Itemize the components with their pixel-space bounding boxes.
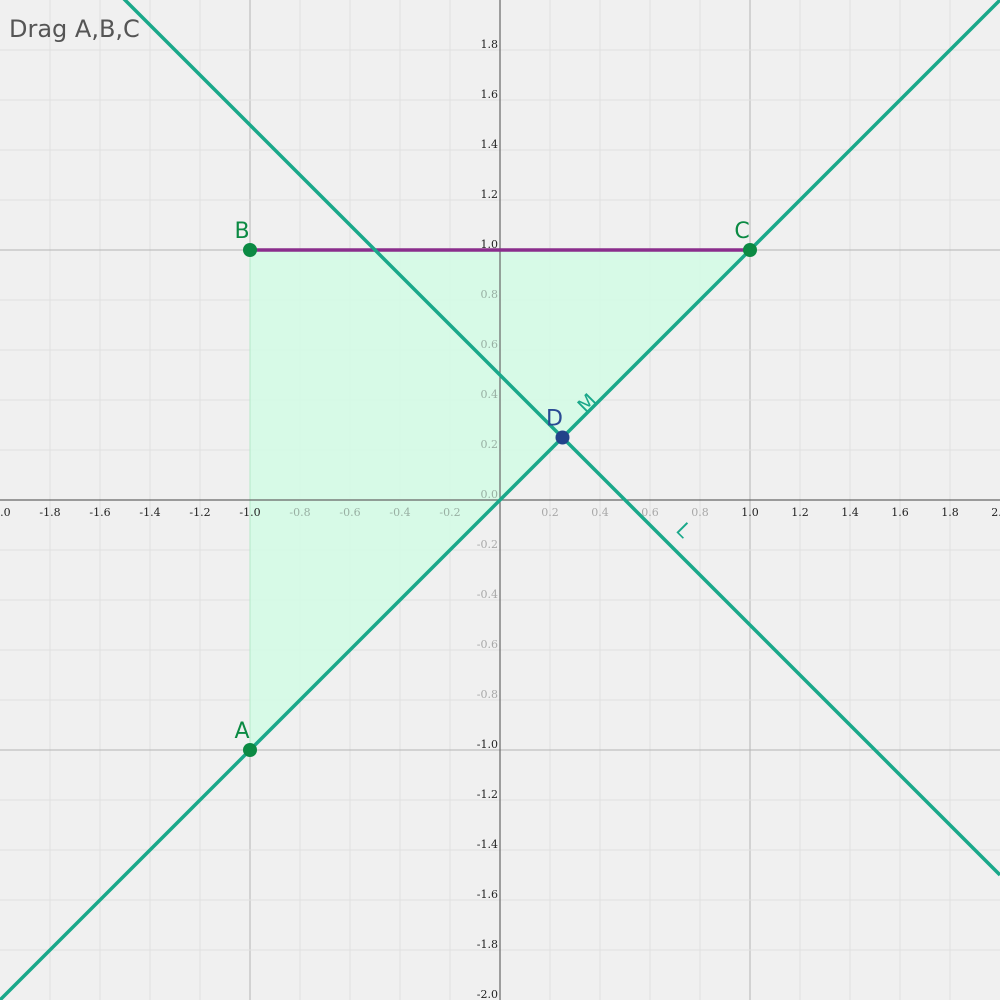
point-c[interactable]	[743, 243, 757, 257]
y-tick-label: 0.6	[481, 338, 499, 351]
x-tick-label: -1.4	[139, 506, 160, 519]
x-tick-label: 2.0	[991, 506, 1000, 519]
y-tick-label: 1.4	[481, 138, 499, 151]
x-tick-label: -0.2	[439, 506, 460, 519]
x-tick-label: -0.8	[289, 506, 310, 519]
x-tick-label: -0.6	[339, 506, 360, 519]
instruction-title: Drag A,B,C	[9, 15, 140, 43]
x-tick-label: 0.4	[591, 506, 609, 519]
x-tick-label: 1.6	[891, 506, 909, 519]
y-tick-label: 1.6	[481, 88, 499, 101]
point-d	[555, 430, 570, 445]
line-l[interactable]	[0, 0, 1000, 877]
y-tick-label: 0.2	[481, 438, 499, 451]
point-a[interactable]	[243, 743, 257, 757]
line-l-label: L	[672, 518, 697, 543]
x-tick-label: 1.8	[941, 506, 959, 519]
x-tick-label: 0.2	[541, 506, 559, 519]
x-tick-label: -1.6	[89, 506, 110, 519]
x-tick-label: -1.8	[39, 506, 60, 519]
y-tick-label: -1.0	[477, 738, 498, 751]
y-tick-label: -0.6	[477, 638, 498, 651]
point-b-label: B	[234, 219, 249, 244]
points-layer: A B C D	[234, 219, 757, 757]
x-tick-label: 1.2	[791, 506, 809, 519]
y-tick-label: 0.4	[481, 388, 499, 401]
y-tick-label: -2.0	[477, 988, 498, 1000]
x-tick-label: 0.8	[691, 506, 709, 519]
x-tick-label: -0.4	[389, 506, 410, 519]
x-tick-label: 1.4	[841, 506, 859, 519]
y-tick-label: 0.8	[481, 288, 499, 301]
y-tick-label: 1.2	[481, 188, 499, 201]
tick-labels: -2.0 -1.8 -1.6 -1.4 -1.2 -1.0 -0.8 -0.6 -0.4 -0.2…	[0, 38, 1000, 1000]
point-a-label: A	[234, 719, 249, 744]
y-tick-label: 1.8	[481, 38, 499, 51]
y-tick-label: -1.6	[477, 888, 498, 901]
x-tick-label: 0.6	[641, 506, 659, 519]
y-tick-label: -0.4	[477, 588, 498, 601]
point-c-label: C	[734, 219, 749, 244]
point-d-label: D	[546, 407, 563, 432]
y-tick-label: -1.4	[477, 838, 498, 851]
y-tick-label: -0.8	[477, 688, 498, 701]
x-tick-label: -1.2	[189, 506, 210, 519]
y-tick-label: 1.0	[481, 238, 499, 251]
y-tick-label: -0.2	[477, 538, 498, 551]
point-b[interactable]	[243, 243, 257, 257]
y-tick-label: 0.0	[481, 488, 499, 501]
x-tick-label: -2.0	[0, 506, 11, 519]
y-tick-label: -1.8	[477, 938, 498, 951]
y-tick-label: -1.2	[477, 788, 498, 801]
x-tick-label: -1.0	[239, 506, 260, 519]
x-tick-label: 1.0	[741, 506, 759, 519]
